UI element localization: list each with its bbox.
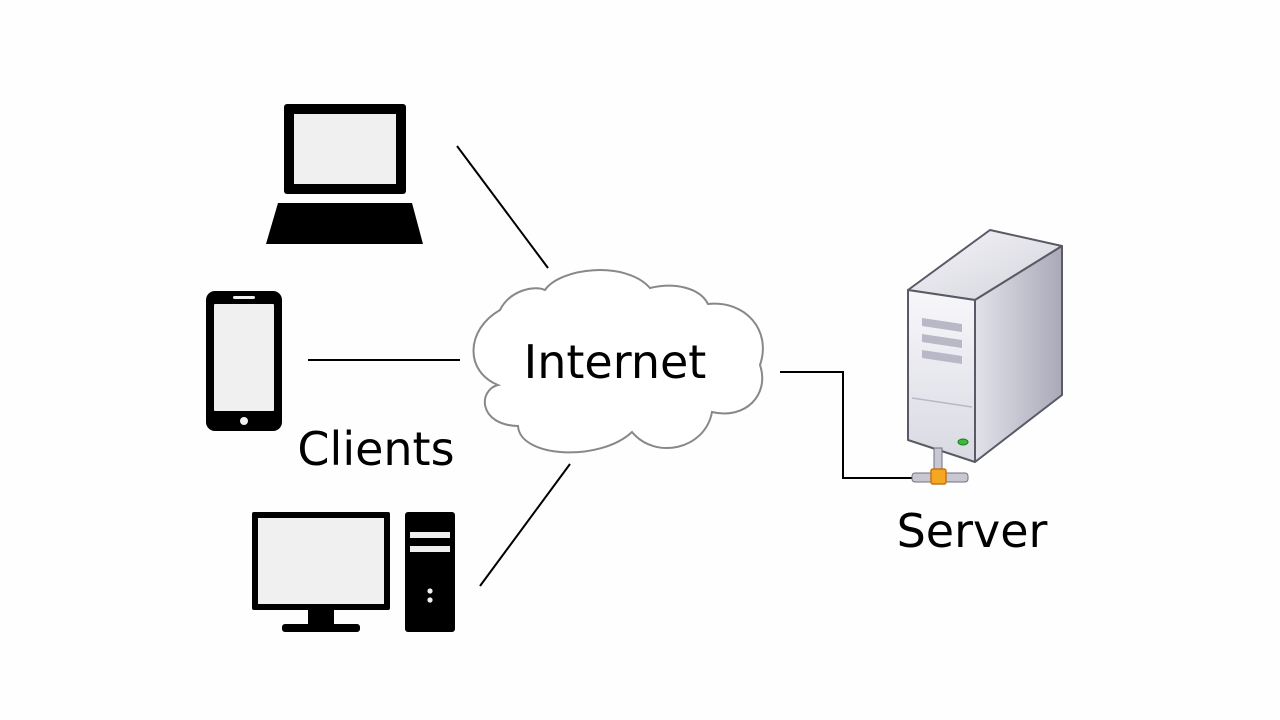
clients-label: Clients (297, 422, 454, 476)
internet-cloud: Internet (472, 269, 764, 454)
server-vent (922, 318, 962, 332)
server-vent (922, 334, 962, 348)
internet-label: Internet (524, 335, 707, 389)
network-port-icon (911, 447, 969, 485)
link-internet-server (780, 371, 912, 479)
monitor-icon (252, 512, 390, 632)
connector-lines (308, 145, 912, 587)
server-vent (922, 350, 962, 364)
desktop-computer-icon (252, 512, 455, 632)
link-laptop-internet (456, 145, 549, 269)
server-led (957, 438, 969, 446)
server-tower-icon (907, 229, 1063, 485)
cloud-icon (472, 269, 764, 454)
server-front (907, 289, 976, 463)
link-desktop-internet (479, 463, 571, 587)
server-label: Server (897, 504, 1048, 558)
laptop-icon (266, 104, 423, 244)
tower-case-icon (405, 512, 455, 632)
server-drive-line (911, 397, 973, 408)
smartphone-icon (206, 291, 282, 431)
